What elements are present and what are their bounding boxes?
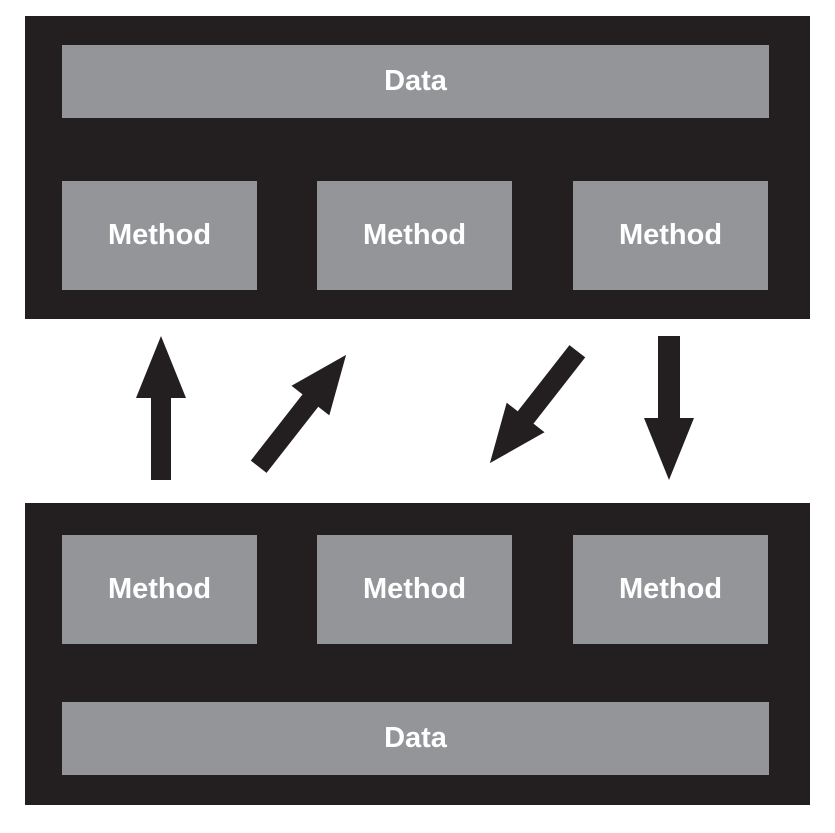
bottom-method-label-1: Method (107, 573, 212, 605)
bottom-method-box-3: Method (573, 535, 768, 644)
bottom-method-label-2: Method (362, 573, 467, 605)
bottom-data-bar: Data (62, 702, 769, 775)
bottom-object-panel: Method Method Method Data (25, 503, 810, 805)
bottom-data-label: Data (384, 722, 447, 754)
top-object-panel: Data Method Method Method (25, 16, 810, 319)
bottom-method-label-3: Method (618, 573, 723, 605)
bottom-method-box-1: Method (62, 535, 257, 644)
top-data-label: Data (384, 65, 447, 97)
top-method-label-1: Method (107, 219, 212, 251)
bottom-method-box-2: Method (317, 535, 512, 644)
arrow-up-icon (136, 336, 186, 480)
top-method-box-2: Method (317, 181, 512, 290)
top-method-box-1: Method (62, 181, 257, 290)
arrow-down-icon (644, 336, 694, 480)
top-method-label-3: Method (618, 219, 723, 251)
arrow-down-left-icon (489, 345, 586, 464)
top-data-bar: Data (62, 45, 769, 118)
top-method-label-2: Method (362, 219, 467, 251)
top-method-box-3: Method (573, 181, 768, 290)
arrow-up-right-icon (250, 354, 347, 473)
